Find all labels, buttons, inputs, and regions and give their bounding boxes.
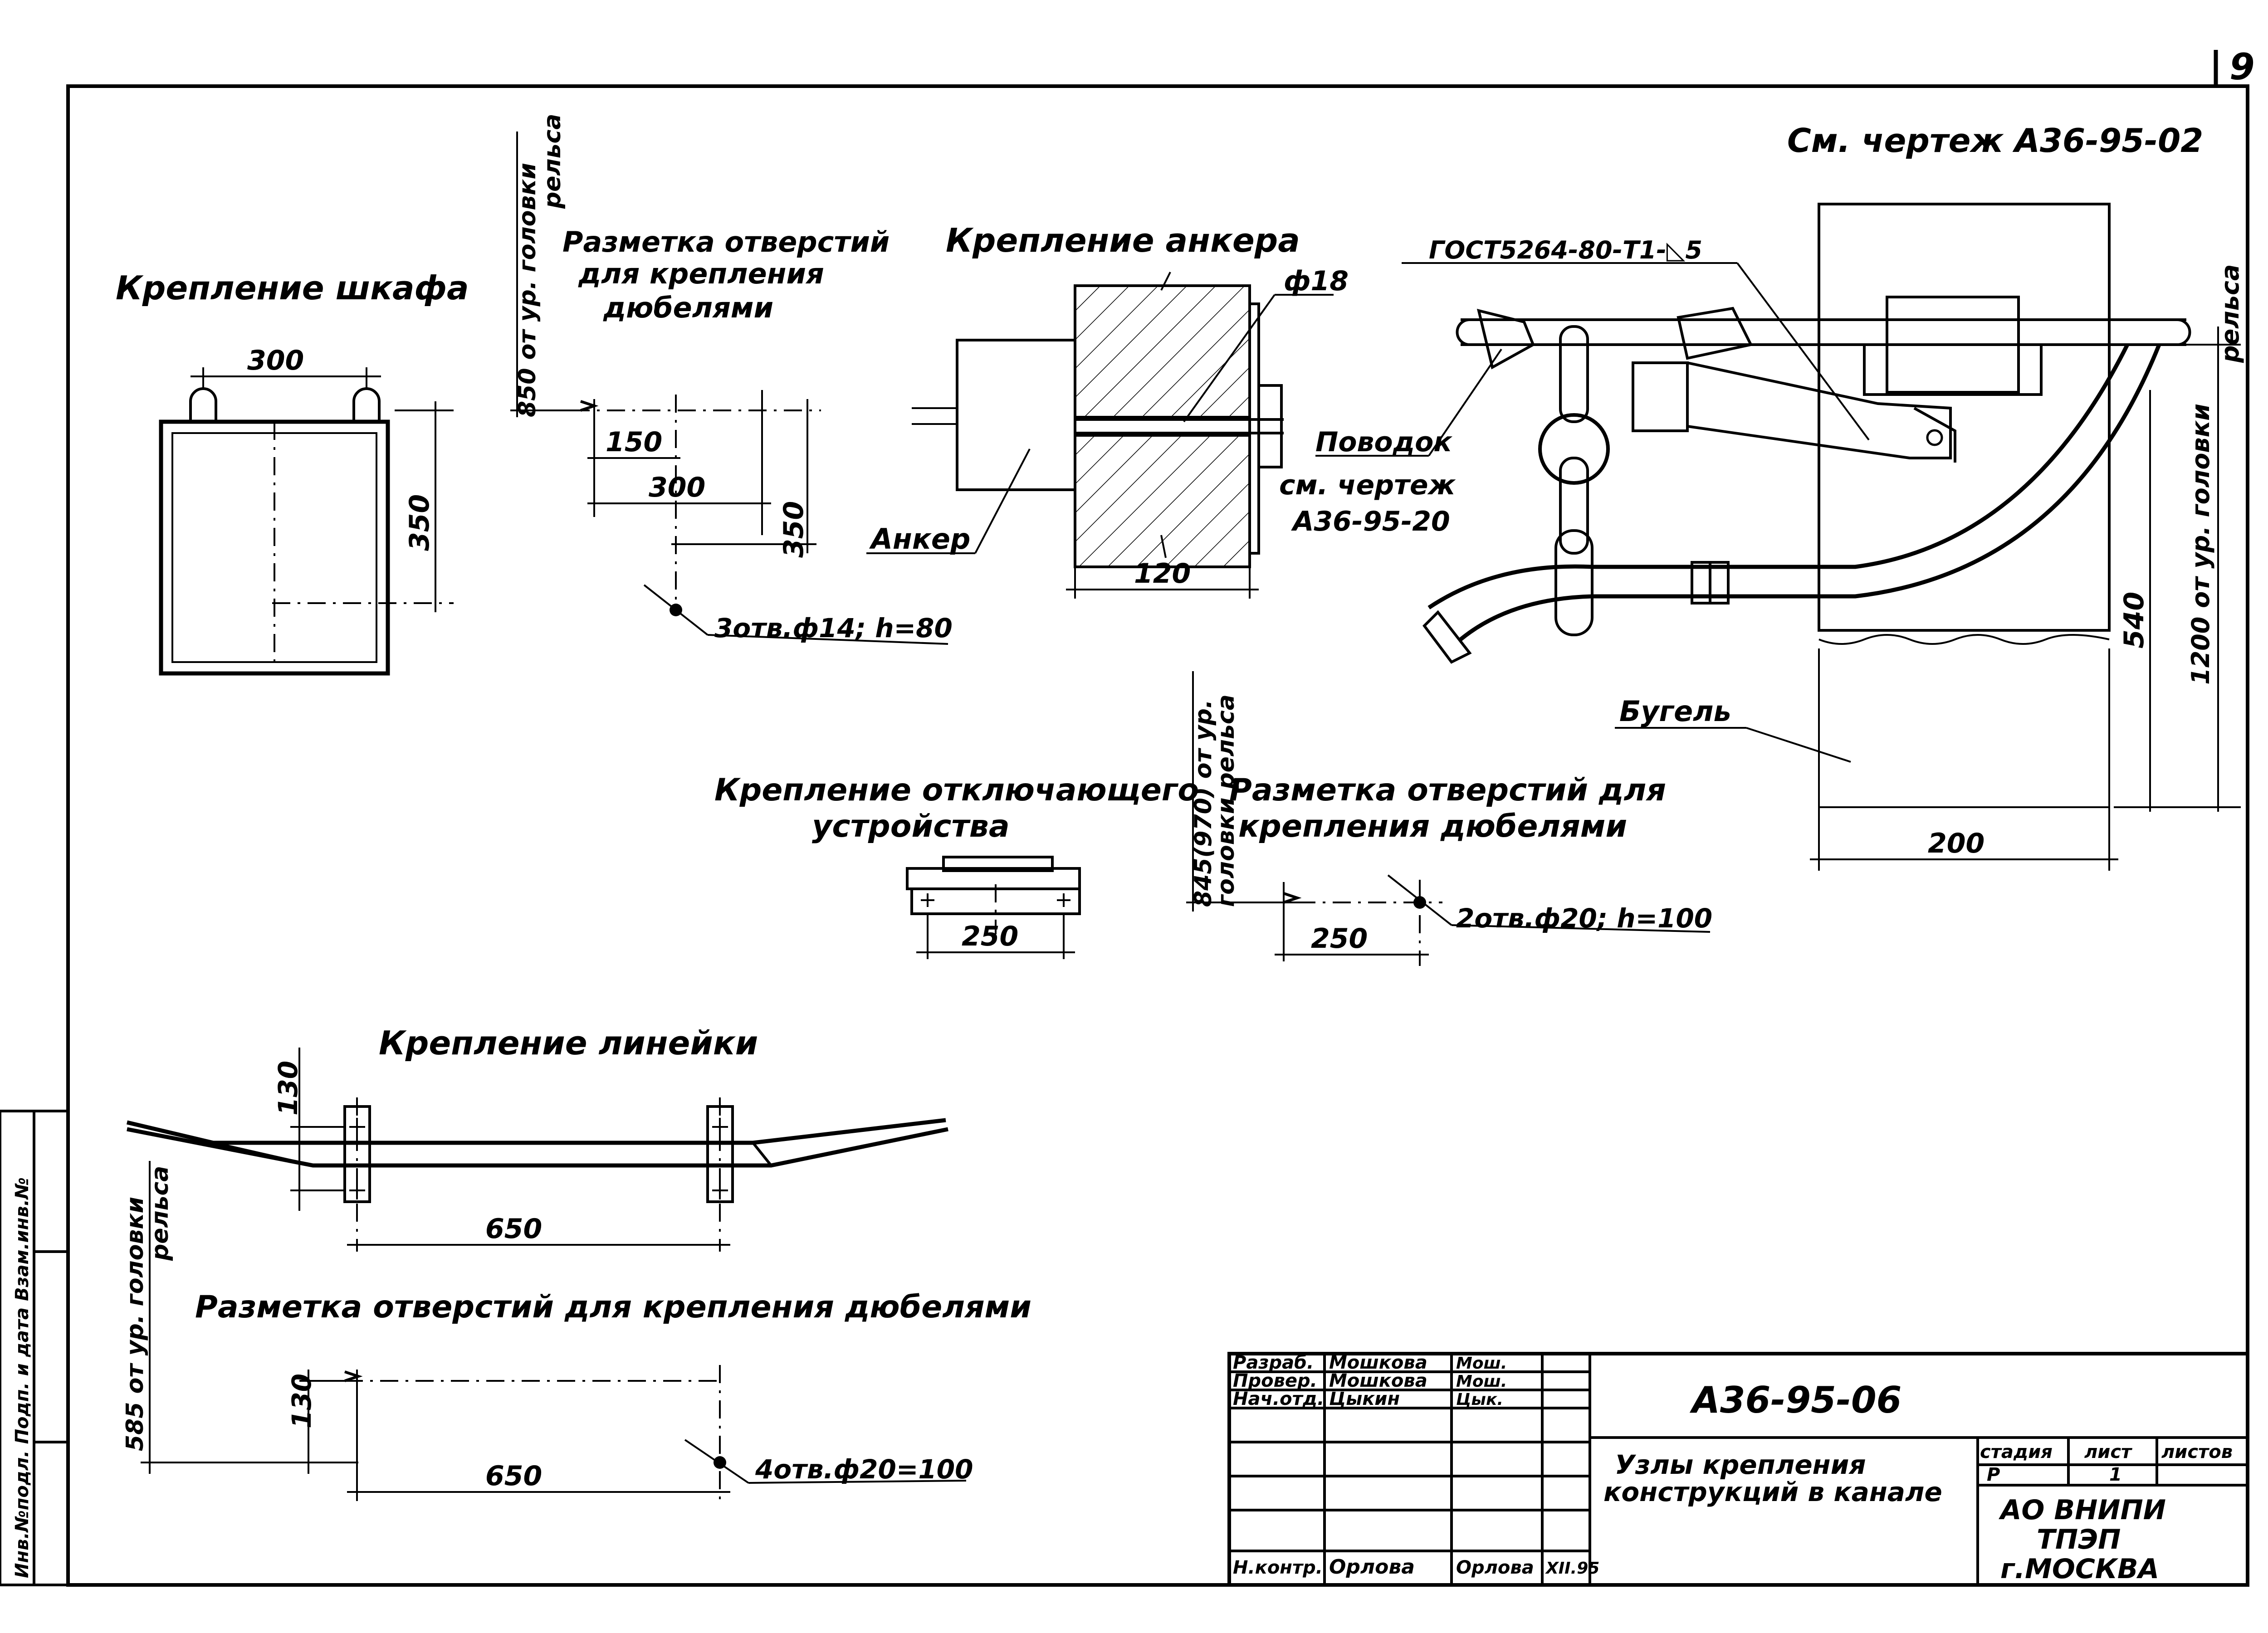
svg-text:300: 300 xyxy=(649,472,705,503)
ruler-holes-view: 585 от ур. головки рельса Разметка отвер… xyxy=(122,1161,1031,1501)
svg-text:Разметка отверстий для креплен: Разметка отверстий для крепления дюбелям… xyxy=(195,1289,1031,1325)
svg-text:250: 250 xyxy=(962,921,1018,952)
svg-text:АО ВНИПИ: АО ВНИПИ xyxy=(1999,1494,2166,1526)
svg-text:головки рельса: головки рельса xyxy=(1212,694,1240,907)
svg-text:Мош.: Мош. xyxy=(1456,1354,1507,1373)
cabinet-view: Крепление шкафа 300 350 xyxy=(116,269,469,676)
svg-text:540: 540 xyxy=(2118,592,2150,648)
svg-text:Цыкин: Цыкин xyxy=(1329,1389,1400,1409)
svg-text:рельса: рельса xyxy=(147,1166,174,1261)
drawing-title-1: Узлы крепления xyxy=(1615,1449,1866,1480)
svg-text:А36-95-20: А36-95-20 xyxy=(1291,506,1450,537)
svg-text:585 от ур. головки: 585 от ур. головки xyxy=(122,1197,149,1451)
sheet-frame xyxy=(66,84,2249,1587)
anchor-title: Крепление анкера xyxy=(946,221,1300,259)
svg-text:рельса: рельса xyxy=(539,114,566,209)
cabinet-title: Крепление шкафа xyxy=(116,269,469,307)
svg-text:лист: лист xyxy=(2084,1442,2133,1462)
svg-text:120: 120 xyxy=(1134,558,1191,590)
svg-text:Инв.№подл. Подп. и дата Взам: Инв.№подл. Подп. и дата Взам.инв.№ xyxy=(12,1177,33,1578)
anchor-view: Крепление анкера ф18 120 Анкер xyxy=(866,221,1349,599)
svg-text:845(970) от ур.: 845(970) от ур. xyxy=(1190,699,1217,907)
svg-text:Поводок: Поводок xyxy=(1315,426,1452,458)
rail-detail-view: См. чертеж А36-95-02 ГОСТ5264-80-Т1-◺5 П… xyxy=(1279,122,2244,871)
svg-text:ф18: ф18 xyxy=(1284,265,1349,297)
svg-text:3отв.ф14; h=80: 3отв.ф14; h=80 xyxy=(714,613,953,643)
svg-text:1: 1 xyxy=(2109,1464,2122,1485)
svg-text:Орлова: Орлова xyxy=(1456,1557,1534,1578)
svg-text:рельса: рельса xyxy=(2216,264,2244,363)
svg-text:ТПЭП: ТПЭП xyxy=(2037,1524,2121,1555)
title-block: Разраб. Мошкова Мош. Провер. Мошкова Мош… xyxy=(1227,1352,2249,1587)
svg-text:350: 350 xyxy=(778,501,810,558)
svg-text:Мошкова: Мошкова xyxy=(1329,1352,1427,1373)
svg-text:Цык.: Цык. xyxy=(1456,1390,1503,1409)
drawing-title-2: конструкций в канале xyxy=(1603,1477,1942,1507)
svg-text:для крепления: для крепления xyxy=(578,257,824,290)
svg-text:Бугель: Бугель xyxy=(1619,695,1731,728)
svg-text:130: 130 xyxy=(286,1374,317,1428)
svg-text:4отв.ф20=100: 4отв.ф20=100 xyxy=(755,1454,973,1485)
side-stamp: Инв.№подл. Подп. и дата Взам.инв.№ xyxy=(0,1110,69,1586)
svg-text:850 от ур. головки: 850 от ур. головки xyxy=(514,163,541,417)
svg-text:крепления дюбелями: крепления дюбелями xyxy=(1238,809,1627,844)
cabinet-width: 300 xyxy=(247,345,304,376)
svg-text:150: 150 xyxy=(606,426,662,458)
svg-text:Провер.: Провер. xyxy=(1233,1370,1317,1391)
svg-text:Мош.: Мош. xyxy=(1456,1372,1507,1391)
cabinet-holes-view: 850 от ур. головки рельса Разметка отвер… xyxy=(510,114,953,645)
svg-text:Орлова: Орлова xyxy=(1329,1555,1415,1579)
svg-text:250: 250 xyxy=(1311,923,1368,955)
svg-text:Н.контр.: Н.контр. xyxy=(1233,1557,1323,1578)
svg-text:г.МОСКВА: г.МОСКВА xyxy=(2000,1553,2159,1585)
svg-text:Р: Р xyxy=(1987,1464,2000,1485)
svg-text:Анкер: Анкер xyxy=(869,522,970,556)
cabinet-height: 350 xyxy=(404,494,435,551)
svg-text:130: 130 xyxy=(273,1061,303,1116)
ruler-view: Крепление линейки 130 650 xyxy=(126,1024,948,1252)
svg-text:см. чертеж: см. чертеж xyxy=(1279,469,1456,501)
svg-text:Крепление отключающего: Крепление отключающего xyxy=(714,772,1199,808)
svg-text:2отв.ф20; h=100: 2отв.ф20; h=100 xyxy=(1456,903,1712,934)
drawing-code: А36-95-06 xyxy=(1689,1379,1901,1421)
svg-text:ГОСТ5264-80-Т1-◺5: ГОСТ5264-80-Т1-◺5 xyxy=(1429,236,1702,264)
switch-device-view: Крепление отключающего устройства 250 xyxy=(714,772,1199,959)
svg-text:650: 650 xyxy=(485,1213,542,1245)
svg-text:Нач.отд.: Нач.отд. xyxy=(1233,1389,1324,1409)
sheet-number: 9 xyxy=(2229,46,2255,88)
svg-text:листов: листов xyxy=(2161,1442,2233,1462)
svg-text:Мошкова: Мошкова xyxy=(1329,1370,1427,1391)
svg-text:Крепление линейки: Крепление линейки xyxy=(379,1024,758,1062)
svg-text:XII.95: XII.95 xyxy=(1545,1559,1599,1578)
svg-text:дюбелями: дюбелями xyxy=(603,291,773,324)
svg-text:Разметка отверстий: Разметка отверстий xyxy=(562,225,890,258)
svg-text:650: 650 xyxy=(485,1460,542,1492)
reference-note: См. чертеж А36-95-02 xyxy=(1787,122,2203,160)
svg-text:Разметка отверстий для: Разметка отверстий для xyxy=(1229,772,1666,808)
switch-holes-view: 845(970) от ур. головки рельса Разметка … xyxy=(1186,671,1712,966)
svg-text:200: 200 xyxy=(1928,828,1984,859)
svg-text:устройства: устройства xyxy=(812,809,1010,844)
svg-text:стадия: стадия xyxy=(1980,1442,2053,1462)
svg-text:Разраб.: Разраб. xyxy=(1233,1352,1314,1373)
svg-text:1200 от ур. головки: 1200 от ур. головки xyxy=(2186,404,2215,685)
